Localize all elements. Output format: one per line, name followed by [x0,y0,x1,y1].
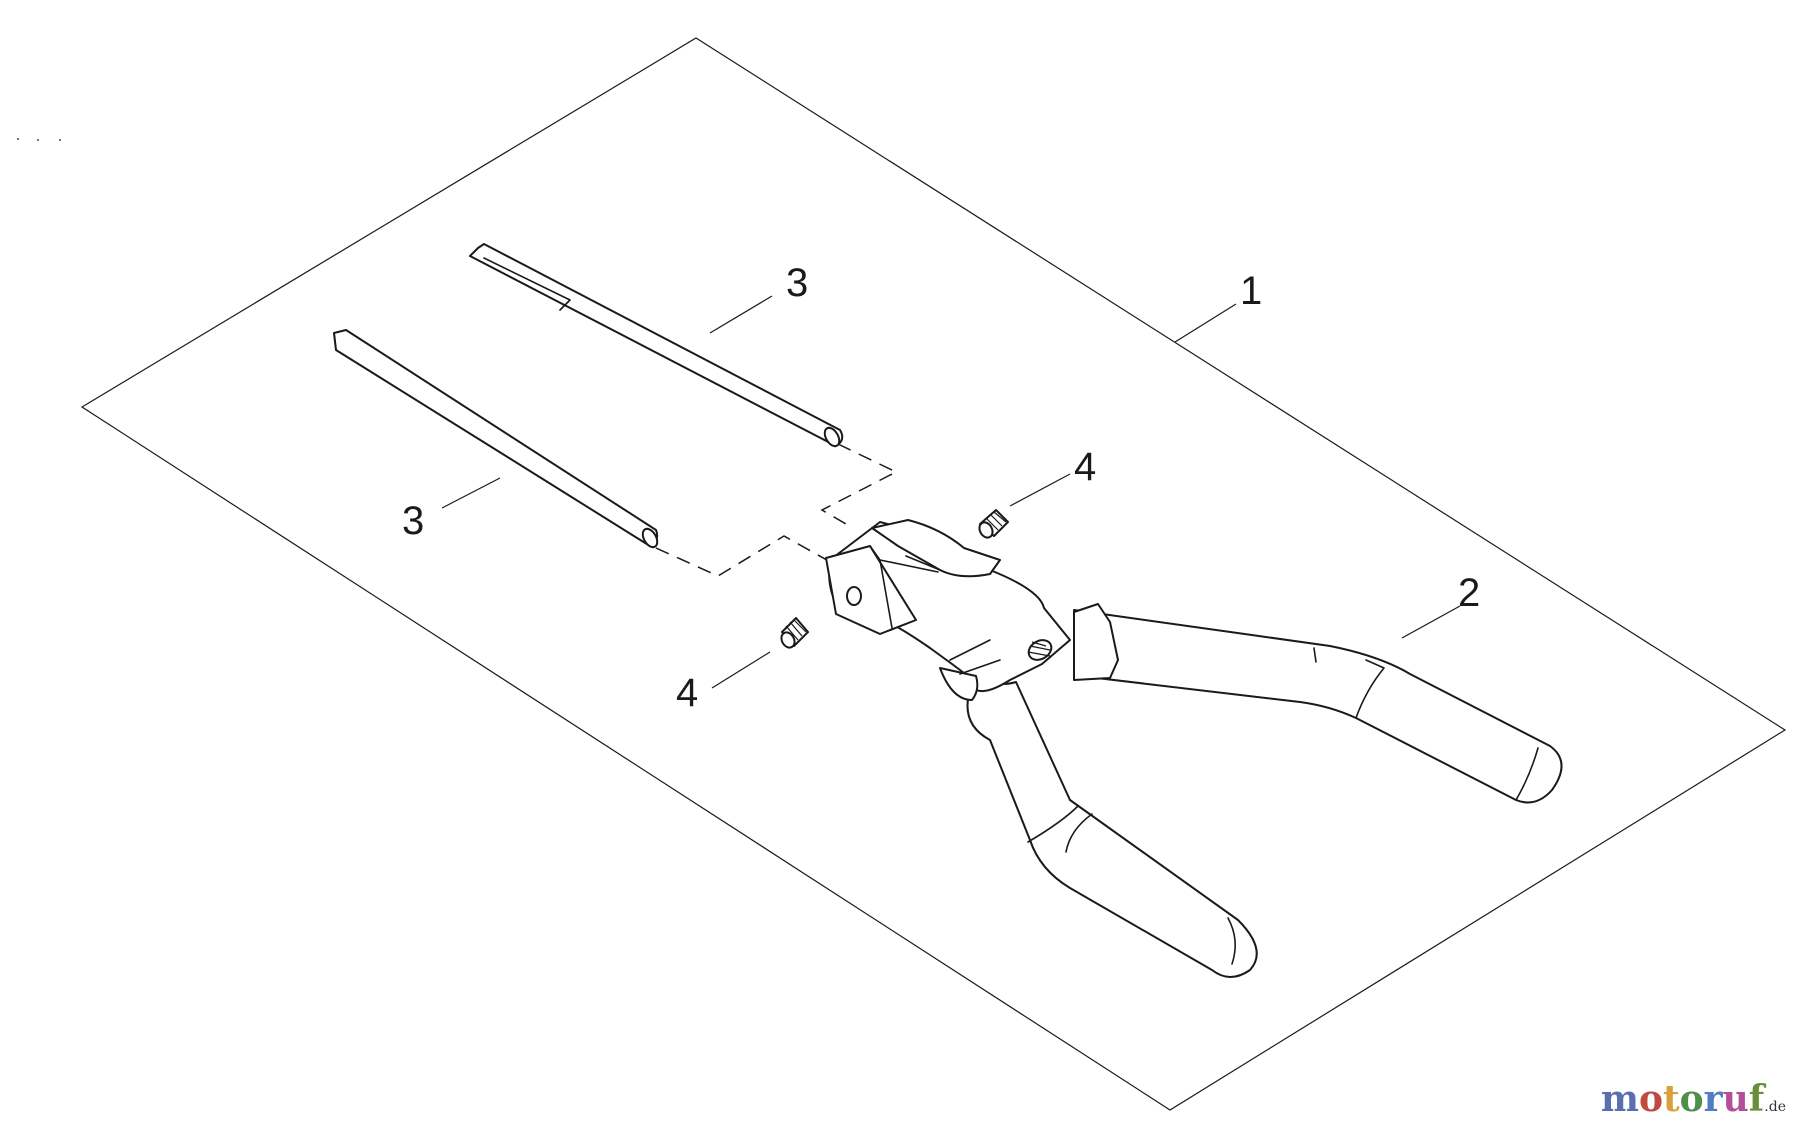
logo-letter-3: t [1662,1078,1680,1120]
stray-dots [17,138,61,141]
pin-upper [469,243,844,448]
leader-2 [1401,605,1461,639]
set-screw-upper [978,509,1009,539]
logo-letter-4: o [1679,1078,1704,1120]
logo-letter-2: o [1638,1078,1663,1120]
motoruf-logo: motoruf.de [1601,1078,1786,1120]
assembly-line-upper [820,443,898,525]
pivot-screw [1027,639,1053,661]
leader-1 [1174,303,1237,343]
logo-tld: .de [1764,1099,1786,1115]
callout-4-lower: 4 [676,671,698,715]
logo-letter-1: m [1600,1078,1639,1120]
kit-outline [80,37,1787,1111]
callout-3-upper: 3 [786,261,808,305]
leader-4b [711,651,771,689]
callout-3-lower: 3 [402,499,424,543]
callout-4-upper: 4 [1074,445,1096,489]
pliers [825,519,1563,978]
logo-letter-6: u [1722,1078,1749,1120]
callout-2: 2 [1458,571,1480,615]
logo-letter-7: f [1748,1078,1765,1120]
leader-3b [441,477,501,509]
assembly-line-lower [655,535,835,577]
logo-letter-5: r [1703,1078,1723,1120]
leader-4a [1009,473,1071,507]
callout-1: 1 [1240,269,1262,313]
leader-3a [709,295,773,334]
set-screw-lower [780,617,809,649]
pin-lower [333,329,659,549]
